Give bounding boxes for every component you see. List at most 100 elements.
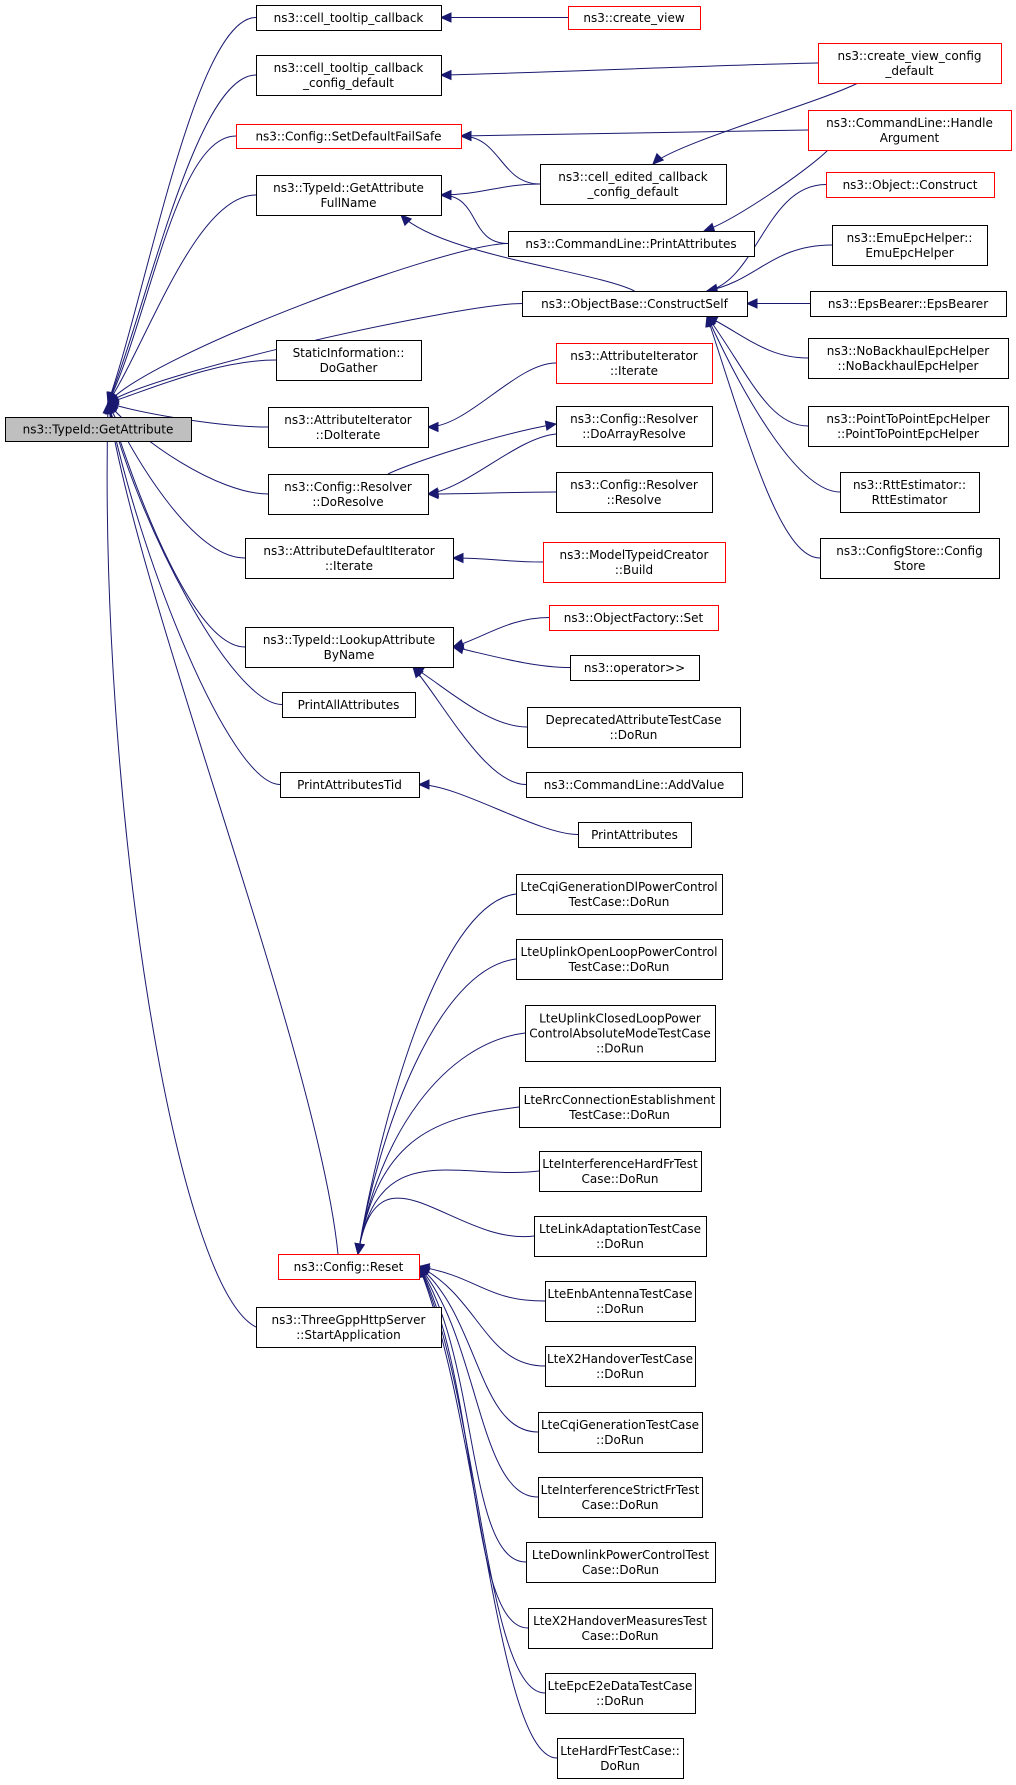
edge-line <box>357 958 517 1255</box>
node-label-line: ns3::TypeId::GetAttribute <box>273 181 424 195</box>
node-attr-iter-doiterate[interactable]: ns3::AttributeIterator::DoIterate <box>268 407 429 448</box>
node-root[interactable]: ns3::TypeId::GetAttribute <box>5 417 192 442</box>
node-label-line: ns3::cell_tooltip_callback <box>274 11 424 25</box>
node-operator-rshift[interactable]: ns3::operator>> <box>570 655 700 681</box>
node-lte-link-adapt[interactable]: LteLinkAdaptationTestCase::DoRun <box>534 1216 707 1257</box>
node-box <box>516 939 723 980</box>
node-box <box>545 1673 696 1714</box>
edge-line <box>706 244 833 292</box>
node-lte-x2[interactable]: LteX2HandoverTestCase::DoRun <box>545 1346 696 1387</box>
edge-line <box>427 491 557 495</box>
node-label-line: ns3::Config::Resolver <box>570 412 698 426</box>
node-label-line: ns3::ObjectBase::ConstructSelf <box>541 297 728 311</box>
edge-line <box>107 359 277 404</box>
node-cmd-printattrs[interactable]: ns3::CommandLine::PrintAttributes <box>508 231 755 257</box>
node-box <box>516 874 723 915</box>
node-create-view-cfg[interactable]: ns3::create_view_config_default <box>818 43 1002 84</box>
node-print-attrs-tid[interactable]: PrintAttributesTid <box>280 772 420 798</box>
edge-arrowhead <box>102 401 114 414</box>
node-label-line: TestCase::DoRun <box>568 1108 670 1122</box>
node-obj-construct[interactable]: ns3::Object::Construct <box>826 172 995 198</box>
node-lte-cqi-dl[interactable]: LteCqiGenerationDlPowerControlTestCase::… <box>516 874 723 915</box>
node-lte-rrc[interactable]: LteRrcConnectionEstablishmentTestCase::D… <box>519 1087 721 1128</box>
edge-getattr_fullname-to-construct_self <box>400 214 635 292</box>
node-rtt[interactable]: ns3::RttEstimator::RttEstimator <box>840 472 980 513</box>
node-threegpp[interactable]: ns3::ThreeGppHttpServer::StartApplicatio… <box>256 1307 442 1348</box>
edge-root-to-getattr_fullname <box>107 194 257 405</box>
node-deprecated-test[interactable]: DeprecatedAttributeTestCase::DoRun <box>527 707 741 748</box>
node-cmd-addvalue[interactable]: ns3::CommandLine::AddValue <box>526 772 743 798</box>
node-emu-epc[interactable]: ns3::EmuEpcHelper::EmuEpcHelper <box>832 225 988 266</box>
node-label-line: PrintAllAttributes <box>298 698 400 712</box>
node-cell-edited[interactable]: ns3::cell_edited_callback_config_default <box>540 164 727 205</box>
edge-print_attrs_tid-to-print_attrs <box>417 779 579 835</box>
node-lte-ul-closed[interactable]: LteUplinkClosedLoopPowerControlAbsoluteM… <box>525 1005 716 1062</box>
node-label-line: ::Iterate <box>325 559 373 573</box>
node-label-line: PrintAttributesTid <box>297 778 402 792</box>
node-objfactory-set[interactable]: ns3::ObjectFactory::Set <box>549 605 719 631</box>
node-static-info[interactable]: StaticInformation::DoGather <box>276 340 422 381</box>
node-label-line: ns3::TypeId::LookupAttribute <box>263 633 435 647</box>
node-lte-hardfr[interactable]: LteHardFrTestCase::DoRun <box>557 1738 684 1779</box>
edge-line <box>107 402 269 495</box>
edge-line <box>460 129 809 137</box>
node-print-all-attrs[interactable]: PrintAllAttributes <box>282 692 416 718</box>
node-attr-iter-iterate[interactable]: ns3::AttributeIterator::Iterate <box>556 343 713 384</box>
node-label-line: Case::DoRun <box>581 1172 658 1186</box>
node-label-line: ::DoResolve <box>312 495 383 509</box>
edge-line <box>706 315 821 559</box>
node-setdefault-failsafe[interactable]: ns3::Config::SetDefaultFailSafe <box>236 124 462 149</box>
node-p2p-epc[interactable]: ns3::PointToPointEpcHelper::PointToPoint… <box>808 406 1009 447</box>
node-label-line: DeprecatedAttributeTestCase <box>546 713 722 727</box>
node-resolver-doresolve[interactable]: ns3::Config::Resolver::DoResolve <box>268 474 429 515</box>
node-attr-default-iter[interactable]: ns3::AttributeDefaultIterator::Iterate <box>245 538 454 579</box>
node-label-line: ns3::ObjectFactory::Set <box>564 611 704 625</box>
node-nobackhaul[interactable]: ns3::NoBackhaulEpcHelper::NoBackhaulEpcH… <box>808 338 1009 379</box>
node-cell-tooltip[interactable]: ns3::cell_tooltip_callback <box>256 5 442 31</box>
node-box <box>578 822 692 848</box>
edge-arrowhead <box>439 12 452 23</box>
node-lte-cqi[interactable]: LteCqiGenerationTestCase::DoRun <box>538 1412 703 1453</box>
node-construct-self[interactable]: ns3::ObjectBase::ConstructSelf <box>522 291 748 317</box>
edge-lookup_byname-to-deprecated_test <box>411 666 528 728</box>
edge-line <box>418 1266 539 1433</box>
edge-line <box>107 135 237 404</box>
node-config-reset[interactable]: ns3::Config::Reset <box>278 1254 420 1280</box>
node-print-attrs[interactable]: PrintAttributes <box>578 822 692 848</box>
node-label-line: LteCqiGenerationTestCase <box>541 1418 699 1432</box>
edge-getattr_fullname-to-cell_edited <box>439 183 541 201</box>
node-create-view[interactable]: ns3::create_view <box>568 6 701 30</box>
node-lte-enb-antenna[interactable]: LteEnbAntennaTestCase::DoRun <box>545 1281 696 1322</box>
node-lte-ul-open[interactable]: LteUplinkOpenLoopPowerControlTestCase::D… <box>516 939 723 980</box>
node-resolver-doarray[interactable]: ns3::Config::Resolver::DoArrayResolve <box>556 406 713 447</box>
node-label-line: ::NoBackhaulEpcHelper <box>838 359 979 373</box>
edge-construct_self-to-eps_bearer <box>745 298 811 309</box>
node-label-line: LteCqiGenerationDlPowerControl <box>520 880 717 894</box>
edge-line <box>452 617 550 648</box>
node-label-line: ::Build <box>615 563 653 577</box>
node-label-line: ns3::cell_tooltip_callback <box>274 61 424 75</box>
edge-resolver_doresolve-to-resolver_resolve <box>426 488 557 500</box>
edge-line <box>418 1266 539 1498</box>
node-eps-bearer[interactable]: ns3::EpsBearer::EpsBearer <box>810 291 1007 317</box>
node-cell-tooltip-cfg[interactable]: ns3::cell_tooltip_callback_config_defaul… <box>256 55 442 96</box>
edge-arrowhead <box>459 130 472 142</box>
node-configstore[interactable]: ns3::ConfigStore::ConfigStore <box>820 538 1000 579</box>
node-resolver-resolve[interactable]: ns3::Config::Resolver::Resolve <box>556 472 713 513</box>
node-model-typeid[interactable]: ns3::ModelTypeidCreator::Build <box>543 542 726 583</box>
edge-root-to-config_reset <box>104 401 339 1255</box>
edge-arrowhead <box>544 420 558 431</box>
edge-cell_tooltip_cfg-to-create_view_cfg <box>439 62 819 81</box>
node-label-line: ns3::TypeId::GetAttribute <box>23 423 174 437</box>
node-lte-epc-e2e[interactable]: LteEpcE2eDataTestCase::DoRun <box>545 1673 696 1714</box>
node-label-line: LteRrcConnectionEstablishment <box>524 1093 716 1107</box>
node-label-line: LteX2HandoverTestCase <box>547 1352 693 1366</box>
